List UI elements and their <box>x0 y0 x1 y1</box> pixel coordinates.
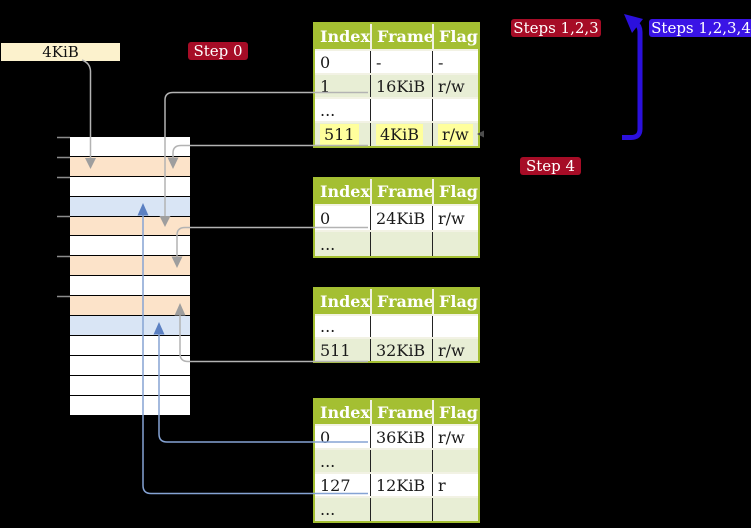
memory-row-free <box>70 276 190 296</box>
cell-frame <box>370 99 432 121</box>
cell-flags <box>432 316 478 337</box>
cell-index: 0 <box>320 52 331 72</box>
cell-index: 0 <box>320 427 331 447</box>
cell-frame: - <box>370 51 432 73</box>
badge-step-0: Step 0 <box>188 42 248 60</box>
memory-frame-4kib <box>70 157 190 177</box>
header-index: Index <box>320 292 370 311</box>
header-index: Index <box>320 402 370 422</box>
cell-index: 0 <box>320 208 331 228</box>
page-table-third: Index Frame Flags ... 511 32KiB r/w <box>313 287 480 363</box>
table-row: 0 24KiB r/w <box>315 204 478 230</box>
cell-frame: 12KiB <box>370 474 432 496</box>
cell-flags <box>432 232 478 256</box>
cell-index: ... <box>320 234 336 254</box>
header-frame: Frame <box>370 400 432 424</box>
table-row: ... <box>315 448 478 472</box>
cell-flags <box>432 99 478 121</box>
memory-frame-32kib <box>70 296 190 316</box>
header-frame: Frame <box>370 24 432 49</box>
cell-flags: r <box>432 474 478 496</box>
header-flags: Flags <box>432 289 478 314</box>
cell-flags: - <box>432 51 478 73</box>
table-row: 0 - - <box>315 49 478 73</box>
cell-index: 511 <box>315 123 370 146</box>
cell-frame: 32KiB <box>370 339 432 361</box>
cell-index: 127 <box>320 475 351 495</box>
table-row: 0 36KiB r/w <box>315 424 478 448</box>
steps-flow-arrowhead-icon <box>624 14 643 33</box>
header-index: Index <box>320 27 370 46</box>
badge-steps-1-2-3-4: Steps 1,2,3,4 <box>649 19 751 37</box>
table-row: ... <box>315 97 478 121</box>
memory-frame-36kib <box>70 316 190 336</box>
header-frame: Frame <box>370 179 432 204</box>
cell-frame <box>370 450 432 472</box>
table-header-row: Index Frame Flags <box>315 24 478 49</box>
memory-frame-16kib <box>70 217 190 236</box>
header-flags: Flags <box>432 400 478 424</box>
memory-row-free <box>70 396 190 416</box>
cell-frame: 36KiB <box>370 426 432 448</box>
cell-index: ... <box>320 500 336 519</box>
memory-frame-stack <box>70 137 190 416</box>
cell-flags <box>432 498 478 521</box>
page-table-bottom: Index Frame Flags 0 36KiB r/w ... 127 12… <box>313 398 480 523</box>
table-row: 127 12KiB r <box>315 472 478 496</box>
memory-row-free <box>70 376 190 396</box>
memory-frame-24kib <box>70 256 190 276</box>
cell-frame: 4KiB <box>370 123 432 146</box>
memory-frame-12kib <box>70 197 190 217</box>
header-frame: Frame <box>370 289 432 314</box>
cell-flags: r/w <box>432 123 478 146</box>
header-flags: Flags <box>432 24 478 49</box>
table-header-row: Index Frame Flags <box>315 179 478 204</box>
memory-row-free <box>70 356 190 376</box>
cell-flags: r/w <box>432 206 478 230</box>
table-row: ... <box>315 230 478 256</box>
badge-step-4: Step 4 <box>520 157 581 175</box>
table-row: 1 16KiB r/w <box>315 73 478 97</box>
page-table-second: Index Frame Flags 0 24KiB r/w ... <box>313 177 480 258</box>
header-index: Index <box>320 182 370 201</box>
steps-flow-arrow <box>622 21 643 140</box>
table-header-row: Index Frame Flags <box>315 400 478 424</box>
cell-index: ... <box>320 451 336 471</box>
memory-row-free <box>70 236 190 256</box>
cell-index: ... <box>320 100 336 120</box>
cell-index: 1 <box>320 76 331 96</box>
header-flags: Flags <box>432 179 478 204</box>
cell-frame <box>370 232 432 256</box>
table-row: ... <box>315 314 478 337</box>
page-table-top: Index Frame Flags 0 - - 1 16KiB r/w ... … <box>313 22 480 148</box>
table-header-row: Index Frame Flags <box>315 289 478 314</box>
table-row: 511 32KiB r/w <box>315 337 478 361</box>
address-ticks <box>57 136 70 298</box>
cell-frame <box>370 316 432 337</box>
cell-flags: r/w <box>432 75 478 97</box>
cell-frame <box>370 498 432 521</box>
cell-frame: 24KiB <box>370 206 432 230</box>
cell-flags <box>432 450 478 472</box>
table-row-highlighted: 511 4KiB r/w <box>315 121 478 146</box>
table-row: ... <box>315 496 478 521</box>
badge-steps-1-2-3: Steps 1,2,3 <box>511 19 601 37</box>
memory-row-free <box>70 137 190 157</box>
memory-row-free <box>70 177 190 197</box>
cell-flags: r/w <box>432 339 478 361</box>
cell-flags: r/w <box>432 426 478 448</box>
cell-frame: 16KiB <box>370 75 432 97</box>
frame-size-box: 4KiB <box>1 43 120 61</box>
cell-index: ... <box>320 317 336 336</box>
cell-index: 511 <box>320 340 351 360</box>
memory-row-free <box>70 336 190 356</box>
